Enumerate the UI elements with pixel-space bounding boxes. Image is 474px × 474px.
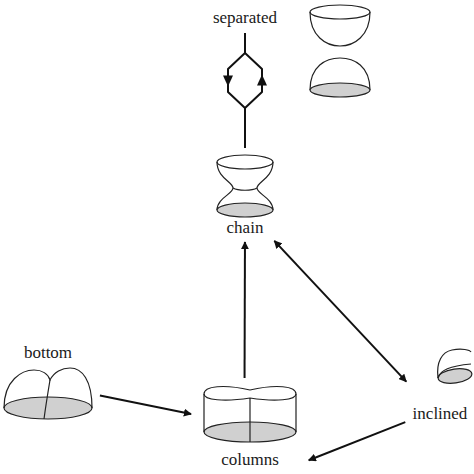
chain-drop bbox=[217, 155, 273, 217]
separated-drops bbox=[310, 5, 370, 97]
transition-arrow bbox=[244, 242, 245, 378]
state-label: bottom bbox=[0, 343, 96, 363]
transition-arrow bbox=[100, 396, 191, 415]
transition-arrow bbox=[223, 33, 267, 148]
state-label: inclined bbox=[409, 404, 471, 424]
transition-arrow bbox=[309, 422, 406, 460]
inclined-drop bbox=[437, 349, 473, 385]
state-node: columns bbox=[195, 382, 305, 470]
transition-arrow bbox=[274, 241, 406, 382]
bottom-drops bbox=[4, 368, 92, 419]
columns-drops bbox=[204, 387, 296, 442]
state-label: chain bbox=[200, 218, 290, 238]
state-node: chain bbox=[200, 150, 290, 238]
state-label: columns bbox=[195, 450, 305, 470]
state-label: separated bbox=[205, 8, 285, 28]
state-node: separated bbox=[205, 8, 285, 30]
state-node: bottom bbox=[0, 343, 96, 427]
state-node: inclined bbox=[409, 342, 471, 424]
